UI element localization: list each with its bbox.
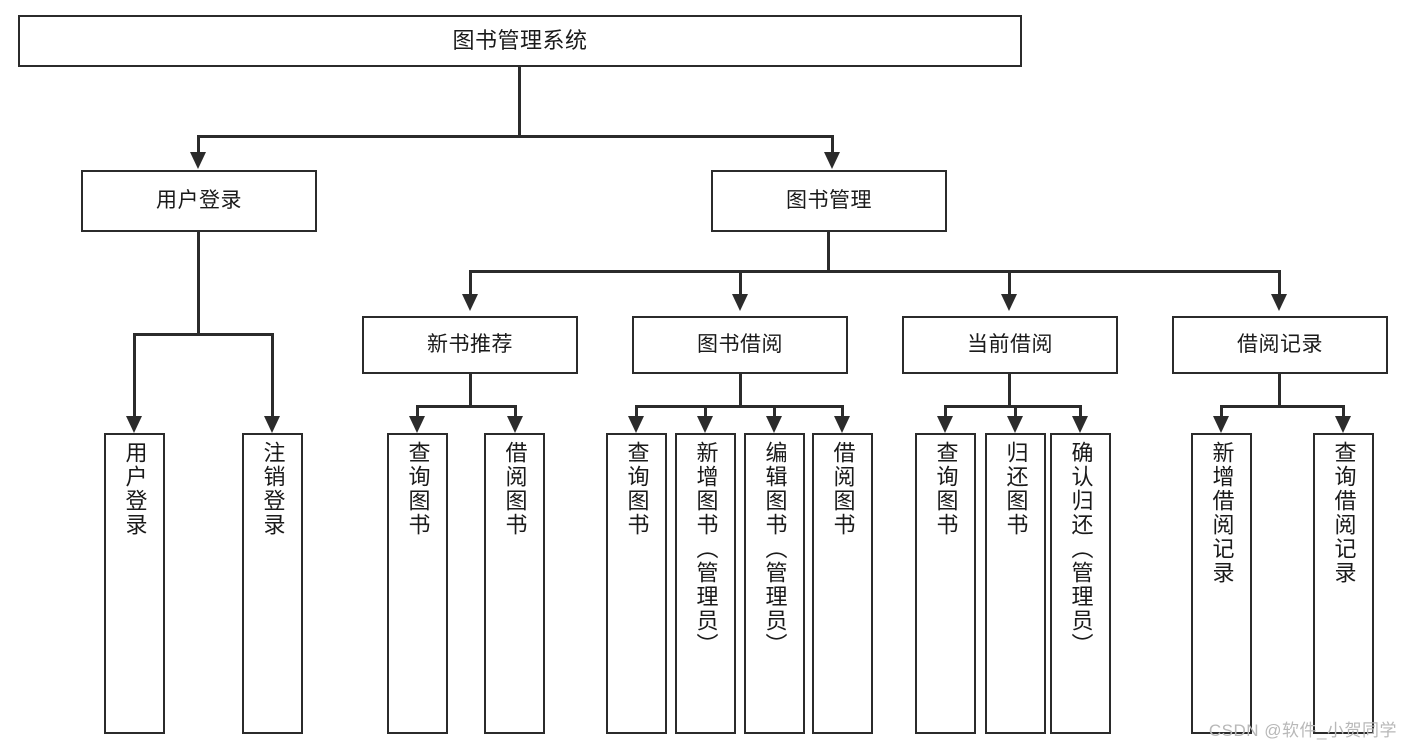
arrow-to-nb-leaf-2 (507, 416, 523, 433)
node-borrow-record[interactable]: 借阅记录 (1172, 316, 1388, 374)
node-book-borrow[interactable]: 图书借阅 (632, 316, 848, 374)
node-new-book[interactable]: 新书推荐 (362, 316, 578, 374)
node-root-label: 图书管理系统 (452, 27, 588, 53)
connector-br-drop-1 (1220, 405, 1223, 418)
arrow-to-bb-leaf-2 (697, 416, 713, 433)
leaf-query-borrow-record-label: 查询借阅记录 (1331, 441, 1357, 585)
arrow-to-leaf-logout (264, 416, 280, 433)
connector-book-borrow-bar (635, 405, 844, 408)
arrow-to-br-leaf-1 (1213, 416, 1229, 433)
connector-current-borrow-bar (944, 405, 1082, 408)
leaf-return-book[interactable]: 归还图书 (985, 433, 1046, 734)
leaf-new-book-borrow[interactable]: 借阅图书 (484, 433, 545, 734)
leaf-borrow-book-label: 借阅图书 (830, 441, 856, 537)
leaf-current-query-book-label: 查询图书 (933, 441, 959, 537)
connector-book-borrow-stem (739, 374, 742, 408)
arrow-to-nb-leaf-1 (409, 416, 425, 433)
node-user-login-label: 用户登录 (156, 189, 242, 213)
connector-bb-drop-1 (635, 405, 638, 418)
connector-bb-drop-2 (704, 405, 707, 418)
connector-nb-drop-1 (416, 405, 419, 418)
node-book-manage-label: 图书管理 (786, 189, 872, 213)
node-book-borrow-label: 图书借阅 (697, 333, 783, 357)
connector-bm-drop-4 (1278, 270, 1281, 296)
leaf-new-book-borrow-label: 借阅图书 (502, 441, 528, 537)
connector-user-login-bar (133, 333, 274, 336)
node-current-borrow[interactable]: 当前借阅 (902, 316, 1118, 374)
leaf-borrow-query-book-label: 查询图书 (624, 441, 650, 537)
leaf-logout-label: 注销登录 (260, 441, 286, 537)
leaf-edit-book-admin-label: 编辑图书（管理员） (762, 441, 788, 657)
node-user-login[interactable]: 用户登录 (81, 170, 317, 232)
connector-root-bar (197, 135, 834, 138)
leaf-borrow-query-book[interactable]: 查询图书 (606, 433, 667, 734)
connector-book-manage-stem (827, 232, 830, 272)
leaf-add-borrow-record-label: 新增借阅记录 (1209, 441, 1235, 585)
connector-user-login-stem (197, 232, 200, 335)
node-book-manage[interactable]: 图书管理 (711, 170, 947, 232)
connector-bb-drop-3 (773, 405, 776, 418)
arrow-to-leaf-user-login (126, 416, 142, 433)
connector-new-book-stem (469, 374, 472, 408)
leaf-query-borrow-record[interactable]: 查询借阅记录 (1313, 433, 1374, 734)
leaf-add-book-admin-label: 新增图书（管理员） (693, 441, 719, 657)
leaf-add-book-admin[interactable]: 新增图书（管理员） (675, 433, 736, 734)
leaf-current-query-book[interactable]: 查询图书 (915, 433, 976, 734)
connector-root-drop-1 (197, 135, 200, 154)
connector-nb-drop-2 (514, 405, 517, 418)
connector-current-borrow-stem (1008, 374, 1011, 408)
connector-borrow-record-bar (1220, 405, 1345, 408)
connector-user-login-drop-1 (133, 333, 136, 418)
arrow-to-user-login (190, 152, 206, 169)
leaf-new-book-query-label: 查询图书 (405, 441, 431, 537)
leaf-user-login[interactable]: 用户登录 (104, 433, 165, 734)
connector-cb-drop-1 (944, 405, 947, 418)
connector-bb-drop-4 (841, 405, 844, 418)
leaf-confirm-return-admin-label: 确认归还（管理员） (1068, 441, 1094, 657)
arrow-to-br-leaf-2 (1335, 416, 1351, 433)
leaf-edit-book-admin[interactable]: 编辑图书（管理员） (744, 433, 805, 734)
connector-br-drop-2 (1342, 405, 1345, 418)
arrow-to-book-borrow (732, 294, 748, 311)
leaf-confirm-return-admin[interactable]: 确认归还（管理员） (1050, 433, 1111, 734)
arrow-to-bb-leaf-3 (766, 416, 782, 433)
connector-new-book-bar (416, 405, 517, 408)
connector-bm-drop-1 (469, 270, 472, 296)
connector-cb-drop-3 (1079, 405, 1082, 418)
node-borrow-record-label: 借阅记录 (1237, 333, 1323, 357)
arrow-to-borrow-record (1271, 294, 1287, 311)
connector-borrow-record-stem (1278, 374, 1281, 408)
leaf-logout[interactable]: 注销登录 (242, 433, 303, 734)
arrow-to-cb-leaf-1 (937, 416, 953, 433)
arrow-to-new-book (462, 294, 478, 311)
arrow-to-bb-leaf-4 (834, 416, 850, 433)
arrow-to-book-manage (824, 152, 840, 169)
csdn-watermark: CSDN @软件_小贺同学 (1208, 721, 1397, 740)
arrow-to-cb-leaf-2 (1007, 416, 1023, 433)
connector-root-stem (518, 67, 521, 136)
leaf-new-book-query[interactable]: 查询图书 (387, 433, 448, 734)
connector-bm-drop-2 (739, 270, 742, 296)
connector-root-drop-2 (831, 135, 834, 154)
node-current-borrow-label: 当前借阅 (967, 333, 1053, 357)
arrow-to-current-borrow (1001, 294, 1017, 311)
leaf-borrow-book[interactable]: 借阅图书 (812, 433, 873, 734)
connector-book-manage-bar (469, 270, 1281, 273)
leaf-user-login-label: 用户登录 (122, 441, 148, 537)
node-new-book-label: 新书推荐 (427, 333, 513, 357)
connector-bm-drop-3 (1008, 270, 1011, 296)
connector-cb-drop-2 (1014, 405, 1017, 418)
leaf-return-book-label: 归还图书 (1003, 441, 1029, 537)
arrow-to-cb-leaf-3 (1072, 416, 1088, 433)
node-root[interactable]: 图书管理系统 (18, 15, 1022, 67)
arrow-to-bb-leaf-1 (628, 416, 644, 433)
leaf-add-borrow-record[interactable]: 新增借阅记录 (1191, 433, 1252, 734)
connector-user-login-drop-2 (271, 333, 274, 418)
